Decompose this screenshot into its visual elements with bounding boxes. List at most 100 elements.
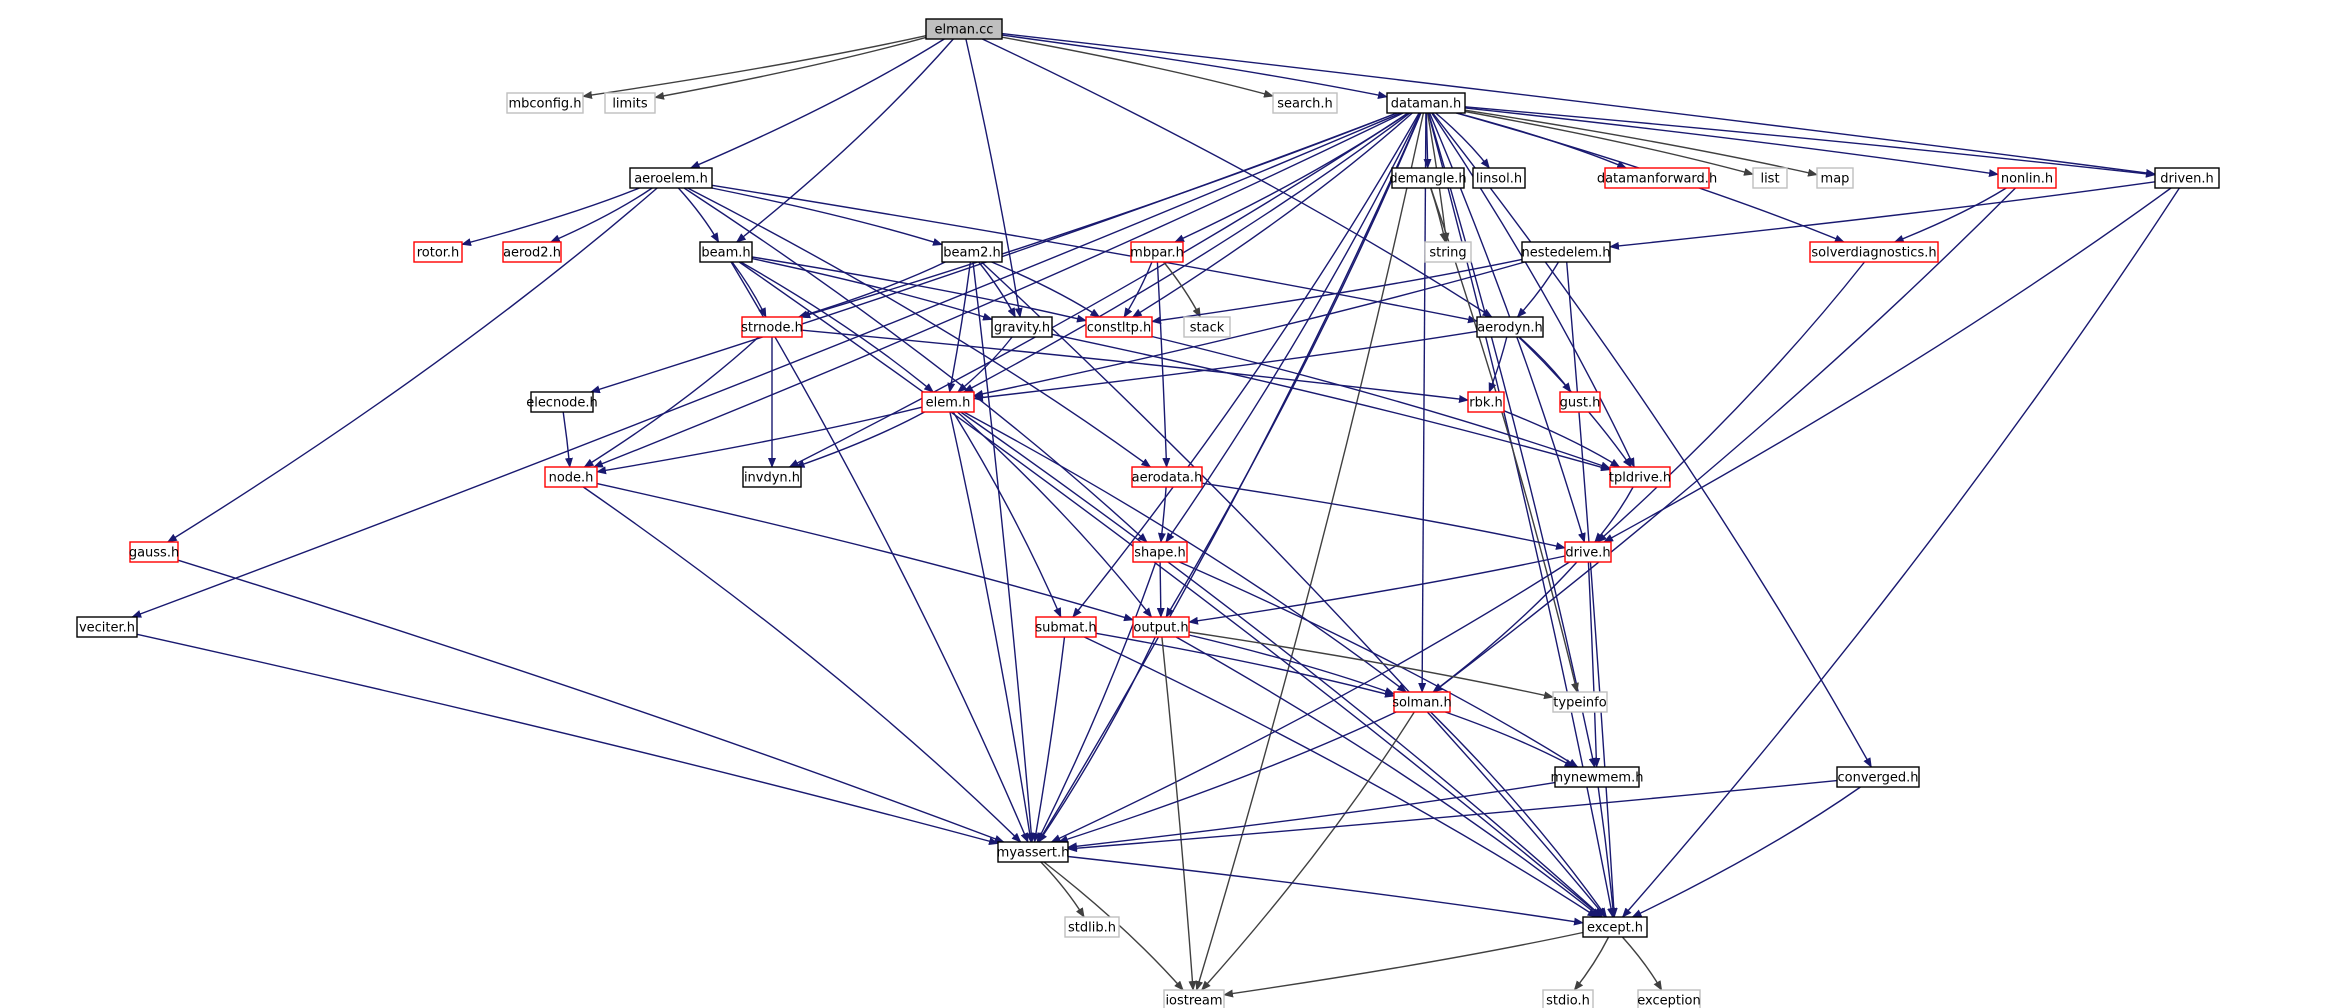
node-rotor-h[interactable]: rotor.h <box>413 241 463 263</box>
node-elman-cc[interactable]: elman.cc <box>925 18 1003 40</box>
node-nonlin-h[interactable]: nonlin.h <box>1997 167 2057 189</box>
edge-except_h-to-stdio_h <box>1573 936 1610 991</box>
node-constltp-h[interactable]: constltp.h <box>1085 316 1153 338</box>
node-tpldrive-h[interactable]: tpldrive.h <box>1609 466 1671 488</box>
node-limits[interactable]: limits <box>604 92 656 114</box>
node-label: myassert.h <box>997 846 1070 861</box>
edge-line <box>562 411 573 468</box>
edge-line <box>1603 187 2172 543</box>
edge-line <box>582 486 1022 843</box>
node-stdio-h[interactable]: stdio.h <box>1542 989 1594 1008</box>
edge-elman_cc-to-aerodyn_h <box>982 38 1493 318</box>
node-converged-h[interactable]: converged.h <box>1836 766 1920 788</box>
node-veciter-h[interactable]: veciter.h <box>76 616 138 638</box>
node-elecnode-h[interactable]: elecnode.h <box>526 391 598 413</box>
node-elem-h[interactable]: elem.h <box>921 391 975 413</box>
edge-dataman_h-to-solman_h <box>1418 112 1427 693</box>
node-box <box>1809 241 1939 263</box>
node-iostream[interactable]: iostream <box>1163 989 1225 1008</box>
node-exception[interactable]: exception <box>1637 989 1701 1008</box>
node-rbk-h[interactable]: rbk.h <box>1467 391 1505 413</box>
node-mbpar-h[interactable]: mbpar.h <box>1130 241 1184 263</box>
node-list[interactable]: list <box>1752 167 1788 189</box>
edge-output_h-to-myassert_h <box>1038 636 1156 843</box>
edge-line <box>1050 561 1570 843</box>
edge-line <box>1038 636 1156 843</box>
edge-submat_h-to-solman_h <box>1095 632 1395 698</box>
node-stdlib-h[interactable]: stdlib.h <box>1064 916 1120 938</box>
edge-line <box>1057 711 1397 844</box>
node-mbconfig-h[interactable]: mbconfig.h <box>506 92 584 114</box>
edge-elecnode_h-to-node_h <box>562 411 573 468</box>
node-typeinfo[interactable]: typeinfo <box>1552 691 1608 713</box>
node-shape-h[interactable]: shape.h <box>1132 541 1188 563</box>
edge-line <box>1032 636 1066 843</box>
node-box <box>1472 167 1526 189</box>
node-label: aerodata.h <box>1132 471 1203 486</box>
node-label: elem.h <box>926 396 971 411</box>
node-box <box>921 391 975 413</box>
edge-line <box>738 261 1603 918</box>
edge-line <box>957 411 1153 618</box>
node-search-h[interactable]: search.h <box>1272 92 1338 114</box>
node-gust-h[interactable]: gust.h <box>1559 391 1601 413</box>
edge-line <box>1001 32 2156 177</box>
edge-elem_h-to-except_h <box>960 411 1604 918</box>
node-mynewmem-h[interactable]: mynewmem.h <box>1551 766 1644 788</box>
node-driven-h[interactable]: driven.h <box>2154 167 2220 189</box>
node-drive-h[interactable]: drive.h <box>1564 541 1612 563</box>
node-box <box>1272 92 1338 114</box>
node-invdyn-h[interactable]: invdyn.h <box>742 466 802 488</box>
edge-line <box>1156 561 1165 618</box>
node-nestedelem-h[interactable]: nestedelem.h <box>1521 241 1611 263</box>
node-box <box>604 92 656 114</box>
node-solman-h[interactable]: solman.h <box>1392 691 1452 713</box>
node-node-h[interactable]: node.h <box>544 466 598 488</box>
node-beam-h[interactable]: beam.h <box>699 241 753 263</box>
edge-line <box>687 187 1152 468</box>
node-strnode-h[interactable]: strnode.h <box>741 316 803 338</box>
node-gravity-h[interactable]: gravity.h <box>991 316 1053 338</box>
node-label: constltp.h <box>1087 321 1152 336</box>
edge-dataman_h-to-linsol_h <box>1435 112 1490 169</box>
node-aerodata-h[interactable]: aerodata.h <box>1131 466 1203 488</box>
node-label: mbconfig.h <box>508 97 581 112</box>
edge-line <box>1188 631 1554 700</box>
edge-dataman_h-to-invdyn_h <box>788 112 1409 468</box>
node-aerodyn-h[interactable]: aerodyn.h <box>1476 316 1544 338</box>
node-box <box>1467 391 1505 413</box>
edge-nonlin_h-to-solverdiagnostics_h <box>1893 187 2007 243</box>
node-stack[interactable]: stack <box>1183 316 1231 338</box>
edge-line <box>973 330 1478 402</box>
edge-line <box>963 112 1411 393</box>
node-output-h[interactable]: output.h <box>1132 616 1190 638</box>
node-aerod2-h[interactable]: aerod2.h <box>502 241 562 263</box>
node-datamanforward-h[interactable]: datamanforward.h <box>1597 167 1717 189</box>
edge-line <box>1223 931 1584 998</box>
node-except-h[interactable]: except.h <box>1582 916 1648 938</box>
node-gauss-h[interactable]: gauss.h <box>129 541 179 563</box>
node-box <box>1183 316 1231 338</box>
node-aeroelem-h[interactable]: aeroelem.h <box>629 167 713 189</box>
node-beam2-h[interactable]: beam2.h <box>941 241 1003 263</box>
node-demangle-h[interactable]: demangle.h <box>1389 167 1467 189</box>
node-string[interactable]: string <box>1424 241 1472 263</box>
edge-output_h-to-typeinfo <box>1188 631 1554 700</box>
edge-solverdiagnostics_h-to-drive_h <box>1596 261 1866 543</box>
edge-dataman_h-to-constltp_h <box>1131 112 1413 318</box>
node-label: strnode.h <box>741 321 803 336</box>
edge-line <box>549 187 653 243</box>
node-dataman-h[interactable]: dataman.h <box>1386 92 1466 114</box>
node-submat-h[interactable]: submat.h <box>1035 616 1097 638</box>
edges-layer <box>131 32 2180 998</box>
node-label: aerod2.h <box>503 246 561 261</box>
node-box <box>129 541 179 563</box>
node-map[interactable]: map <box>1816 167 1854 189</box>
edge-line <box>1001 34 1388 99</box>
node-myassert-h[interactable]: myassert.h <box>997 841 1070 863</box>
edge-line <box>582 35 927 99</box>
node-linsol-h[interactable]: linsol.h <box>1472 167 1526 189</box>
node-solverdiagnostics-h[interactable]: solverdiagnostics.h <box>1809 241 1939 263</box>
edge-line <box>751 257 993 321</box>
node-label: iostream <box>1165 994 1222 1008</box>
